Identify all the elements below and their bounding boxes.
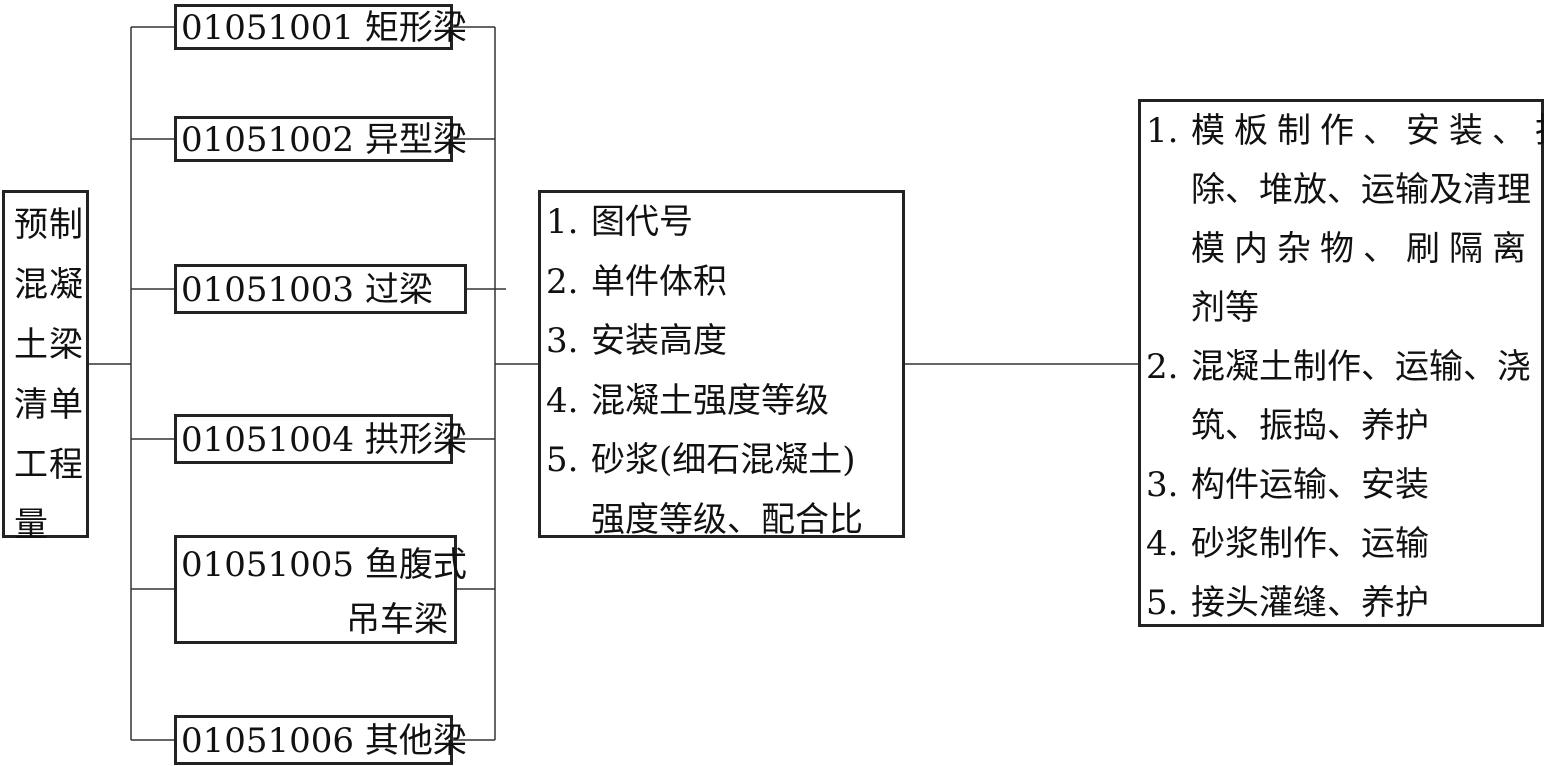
feature-num: 2. xyxy=(546,261,579,302)
feature-item: 1. 图代号 xyxy=(546,193,902,253)
root-label: 预制混凝土梁清单工程量 xyxy=(14,205,84,545)
feature-text: 混凝土强度等级 xyxy=(591,380,829,421)
item-name-line2: 吊车梁 xyxy=(346,600,448,640)
work-text: 混凝土制作、运输、浇 xyxy=(1191,347,1531,387)
feature-text: 图代号 xyxy=(591,202,693,242)
item-code: 01051003 xyxy=(181,270,355,310)
item-box-3: 01051003 过梁 xyxy=(174,264,467,314)
work-item: 5. 接头灌缝、养护 xyxy=(1146,574,1541,633)
feature-num: 1. xyxy=(546,202,579,242)
feature-item: 5. 砂浆(细石混凝土) xyxy=(546,431,902,491)
feature-num: 5. xyxy=(546,440,579,480)
feature-item: 4. 混凝土强度等级 xyxy=(546,372,902,432)
item-code: 01051002 xyxy=(181,120,355,160)
work-text-continued: 剂等 xyxy=(1191,288,1259,328)
item-name: 矩形梁 xyxy=(364,8,467,48)
item-box-4: 01051004 拱形梁 xyxy=(174,414,467,464)
feature-text: 安装高度 xyxy=(591,321,727,361)
item-code: 01051001 xyxy=(181,8,355,48)
root-node: 预制混凝土梁清单工程量 xyxy=(2,190,89,545)
work-text-continued: 除、堆放、运输及清理 xyxy=(1191,170,1531,210)
work-item: 4. 砂浆制作、运输 xyxy=(1146,515,1541,574)
work-num: 1. xyxy=(1146,111,1179,151)
item-box-1: 01051001 矩形梁 xyxy=(174,4,467,50)
work-text-continued: 模内杂物、刷隔离 xyxy=(1191,229,1535,269)
feature-text-continued: 强度等级、配合比 xyxy=(591,499,863,540)
work-text: 构件运输、安装 xyxy=(1191,465,1429,505)
item-name: 拱形梁 xyxy=(364,420,467,460)
item-box-5: 01051005 鱼腹式 吊车梁 xyxy=(174,535,467,644)
feature-text: 砂浆(细石混凝土) xyxy=(591,440,856,480)
feature-text: 单件体积 xyxy=(591,261,727,302)
item-name: 过梁 xyxy=(364,270,433,310)
item-box-2: 01051002 异型梁 xyxy=(174,116,467,162)
features-box: 1. 图代号 2. 单件体积 3. 安装高度 4. 混凝土强度等级 5. 砂浆(… xyxy=(538,190,905,540)
feature-item: 2. 单件体积 xyxy=(546,253,902,313)
work-text: 砂浆制作、运输 xyxy=(1191,524,1429,564)
item-code: 01051004 xyxy=(181,420,355,460)
work-content-box: 1. 模板制作、安装、拆 除、堆放、运输及清理 模内杂物、刷隔离 剂等 2. 混… xyxy=(1138,99,1544,627)
item-name-line1: 鱼腹式 xyxy=(364,545,467,585)
item-code: 01051006 xyxy=(181,721,355,761)
work-text: 接头灌缝、养护 xyxy=(1191,583,1429,623)
feature-item: 3. 安装高度 xyxy=(546,312,902,372)
work-item: 1. 模板制作、安装、拆 xyxy=(1146,102,1544,161)
feature-num: 3. xyxy=(546,321,579,361)
work-num: 3. xyxy=(1146,465,1179,505)
feature-num: 4. xyxy=(546,380,579,421)
work-num: 4. xyxy=(1146,524,1179,564)
item-box-6: 01051006 其他梁 xyxy=(174,715,467,765)
work-num: 5. xyxy=(1146,583,1179,623)
item-name: 异型梁 xyxy=(364,120,467,160)
work-num: 2. xyxy=(1146,347,1179,387)
work-item: 3. 构件运输、安装 xyxy=(1146,456,1541,515)
item-name: 其他梁 xyxy=(364,721,467,761)
work-text: 模板制作、安装、拆 xyxy=(1191,111,1544,151)
work-item: 2. 混凝土制作、运输、浇 xyxy=(1146,338,1541,397)
item-code: 01051005 xyxy=(181,545,355,585)
work-text-continued: 筑、振捣、养护 xyxy=(1191,406,1429,446)
